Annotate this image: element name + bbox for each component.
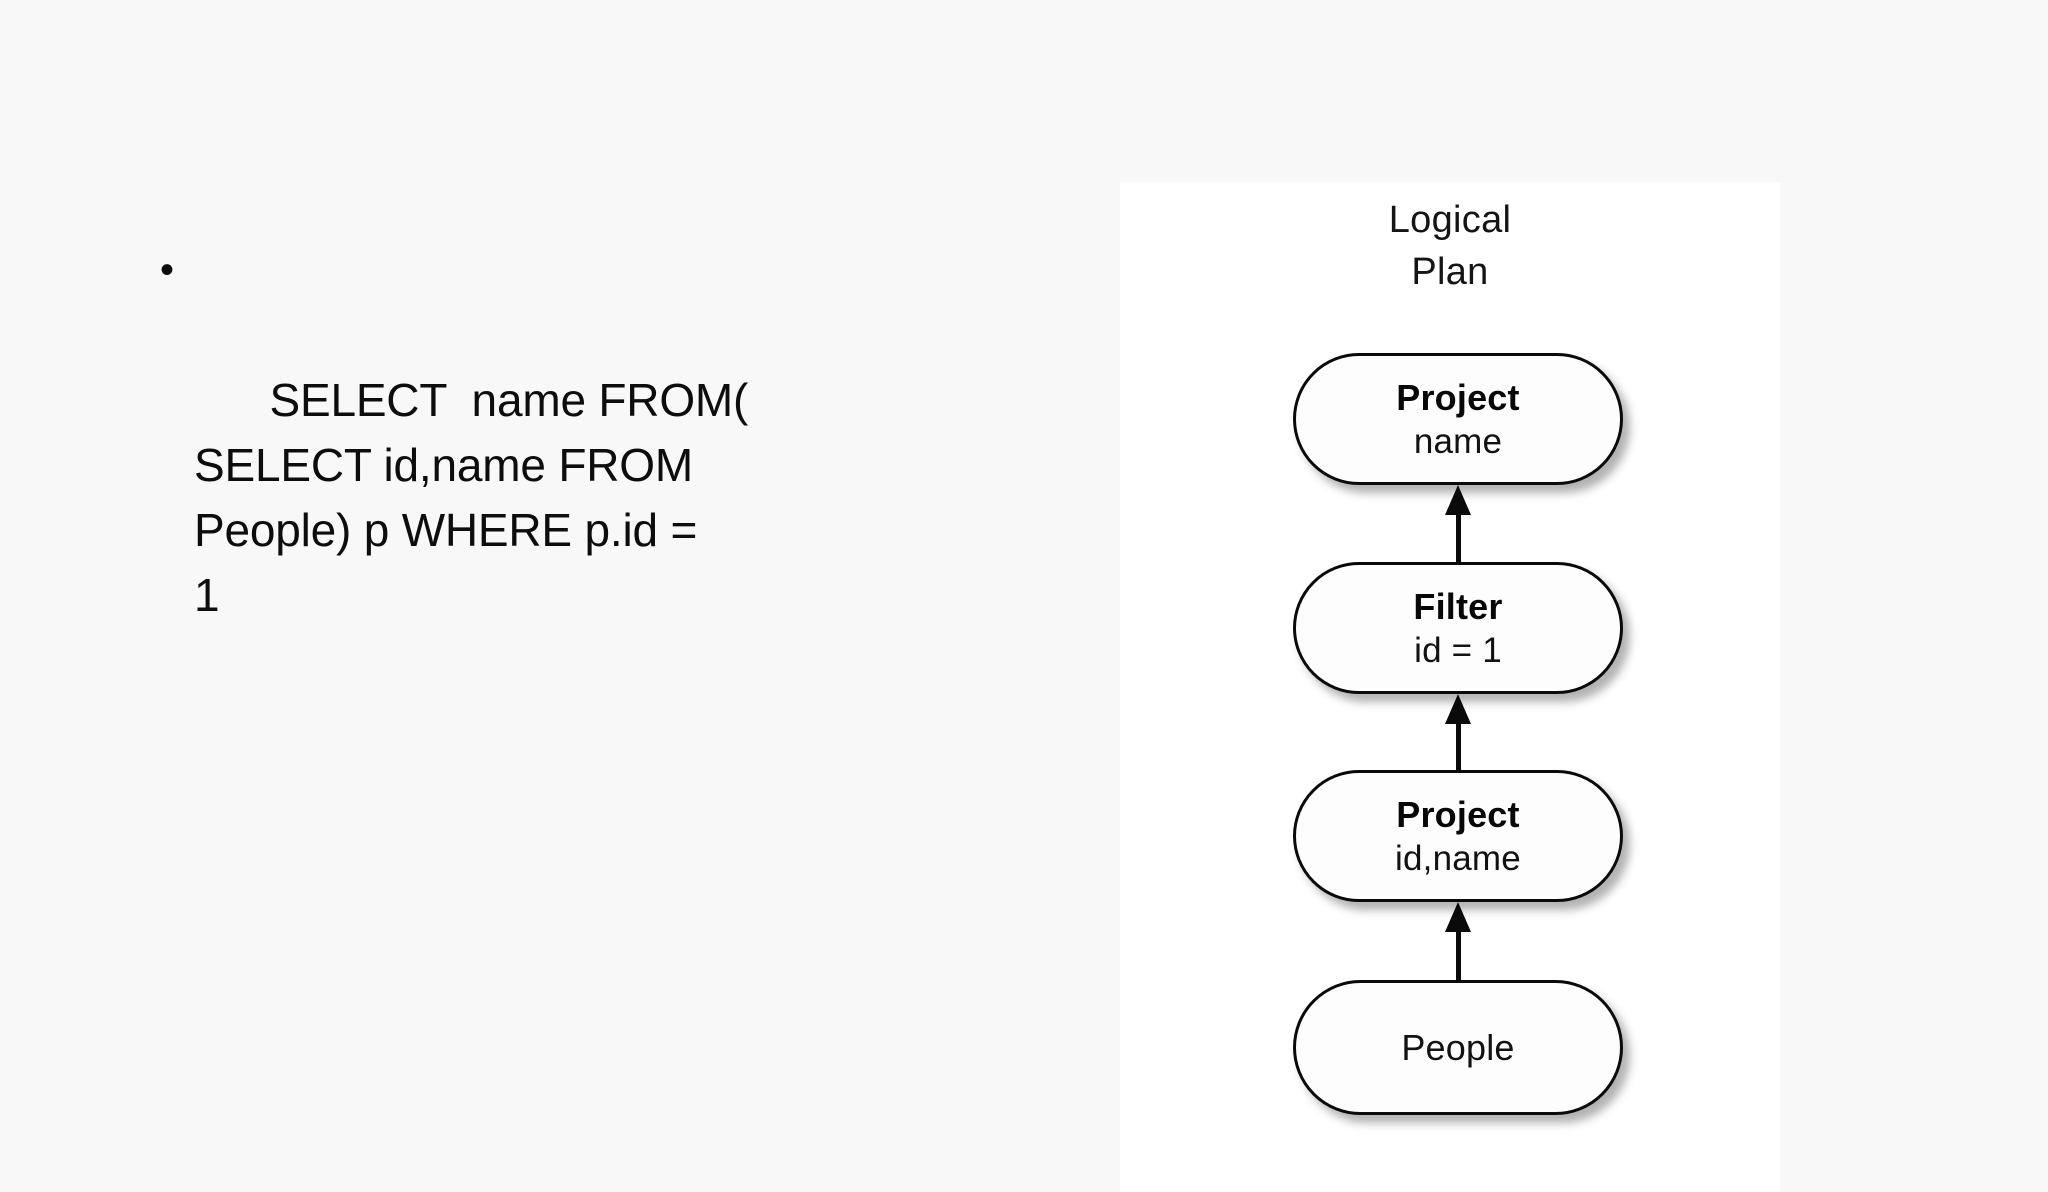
arrow-up-icon	[1445, 694, 1471, 724]
plan-node-relation-name: People	[1401, 1026, 1515, 1068]
list-item: • SELECT name FROM( SELECT id,name FROM …	[150, 238, 790, 693]
plan-node-filter: Filter id = 1	[1293, 562, 1623, 694]
arrow-up-icon	[1445, 485, 1471, 515]
plan-node-detail: id = 1	[1414, 631, 1502, 670]
arrow-shaft	[1456, 513, 1461, 563]
plan-node-detail: id,name	[1395, 839, 1521, 878]
sql-query-text: SELECT name FROM( SELECT id,name FROM Pe…	[194, 374, 749, 621]
figure-title: Logical Plan	[1120, 194, 1780, 298]
plan-edge-people-to-project-idname	[1445, 902, 1471, 982]
plan-node-people: People	[1293, 980, 1623, 1115]
plan-node-project-name: Project name	[1293, 353, 1623, 485]
plan-edge-filter-to-project-name	[1445, 485, 1471, 563]
arrow-shaft	[1456, 930, 1461, 982]
plan-node-project-idname: Project id,name	[1293, 770, 1623, 902]
logical-plan-figure: Logical Plan Project name Filter id = 1 …	[1120, 182, 1780, 1192]
bullet-marker-icon: •	[160, 248, 174, 292]
bullet-list: • SELECT name FROM( SELECT id,name FROM …	[150, 238, 790, 693]
plan-node-operator: Project	[1396, 377, 1520, 418]
figure-title-line-2: Plan	[1411, 251, 1489, 293]
slide-content-area: • SELECT name FROM( SELECT id,name FROM …	[150, 238, 790, 693]
figure-title-line-1: Logical	[1388, 199, 1512, 241]
plan-edge-project-idname-to-filter	[1445, 694, 1471, 772]
arrow-shaft	[1456, 722, 1461, 772]
plan-node-operator: Filter	[1413, 586, 1503, 627]
plan-node-operator: Project	[1396, 794, 1520, 835]
arrow-up-icon	[1445, 902, 1471, 932]
plan-node-detail: name	[1413, 422, 1503, 461]
